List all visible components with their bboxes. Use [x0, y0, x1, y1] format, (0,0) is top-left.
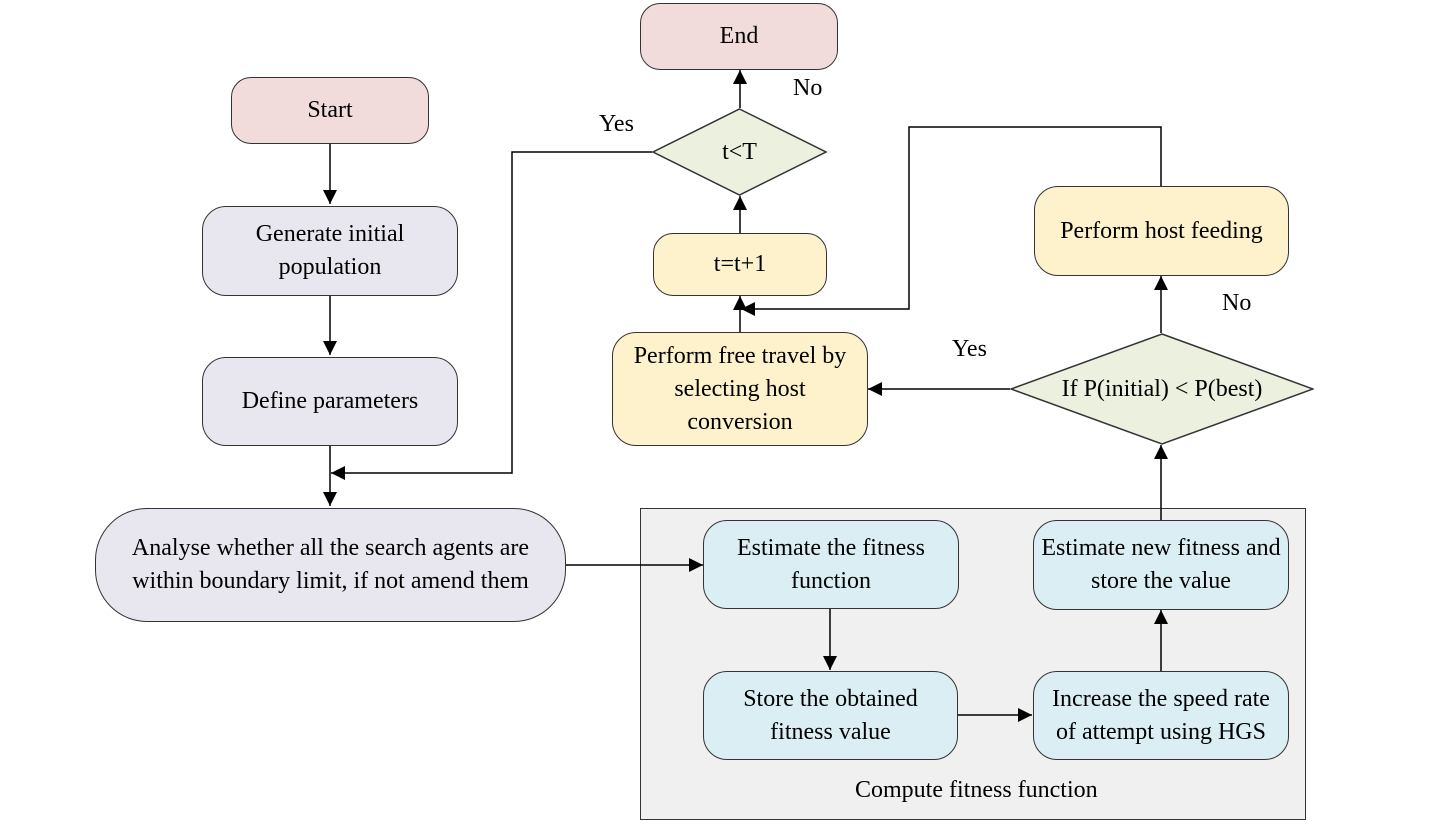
increase-speed-node: Increase the speed rate of attempt using… [1033, 671, 1289, 760]
edge-t-yes-loop [331, 151, 652, 480]
edge-host-feeding-increment [741, 126, 1162, 316]
compare-yes-label: Yes [952, 336, 987, 362]
estimate-fitness-node: Estimate the fitness function [703, 520, 959, 609]
increment-node: t=t+1 [653, 233, 827, 296]
t-check-decision: t<T [652, 108, 827, 196]
generate-population-node: Generate initial population [202, 206, 458, 296]
boundary-check-node: Analyse whether all the search agents ar… [95, 508, 566, 622]
store-fitness-node: Store the obtained fitness value [703, 671, 958, 760]
compare-no-label: No [1222, 290, 1252, 316]
group-label: Compute fitness function [855, 777, 1098, 803]
compare-decision: If P(initial) < P(best) [1010, 333, 1314, 445]
host-feeding-node: Perform host feeding [1034, 186, 1289, 276]
free-travel-node: Perform free travel by selecting host co… [612, 332, 868, 446]
define-parameters-node: Define parameters [202, 357, 458, 446]
end-node: End [640, 3, 838, 70]
start-node: Start [231, 77, 429, 144]
t-check-label: t<T [722, 138, 757, 165]
t-yes-label: Yes [599, 111, 634, 137]
estimate-new-fitness-node: Estimate new fitness and store the value [1033, 520, 1289, 610]
compare-label: If P(initial) < P(best) [1061, 375, 1263, 402]
t-no-label: No [793, 75, 823, 101]
